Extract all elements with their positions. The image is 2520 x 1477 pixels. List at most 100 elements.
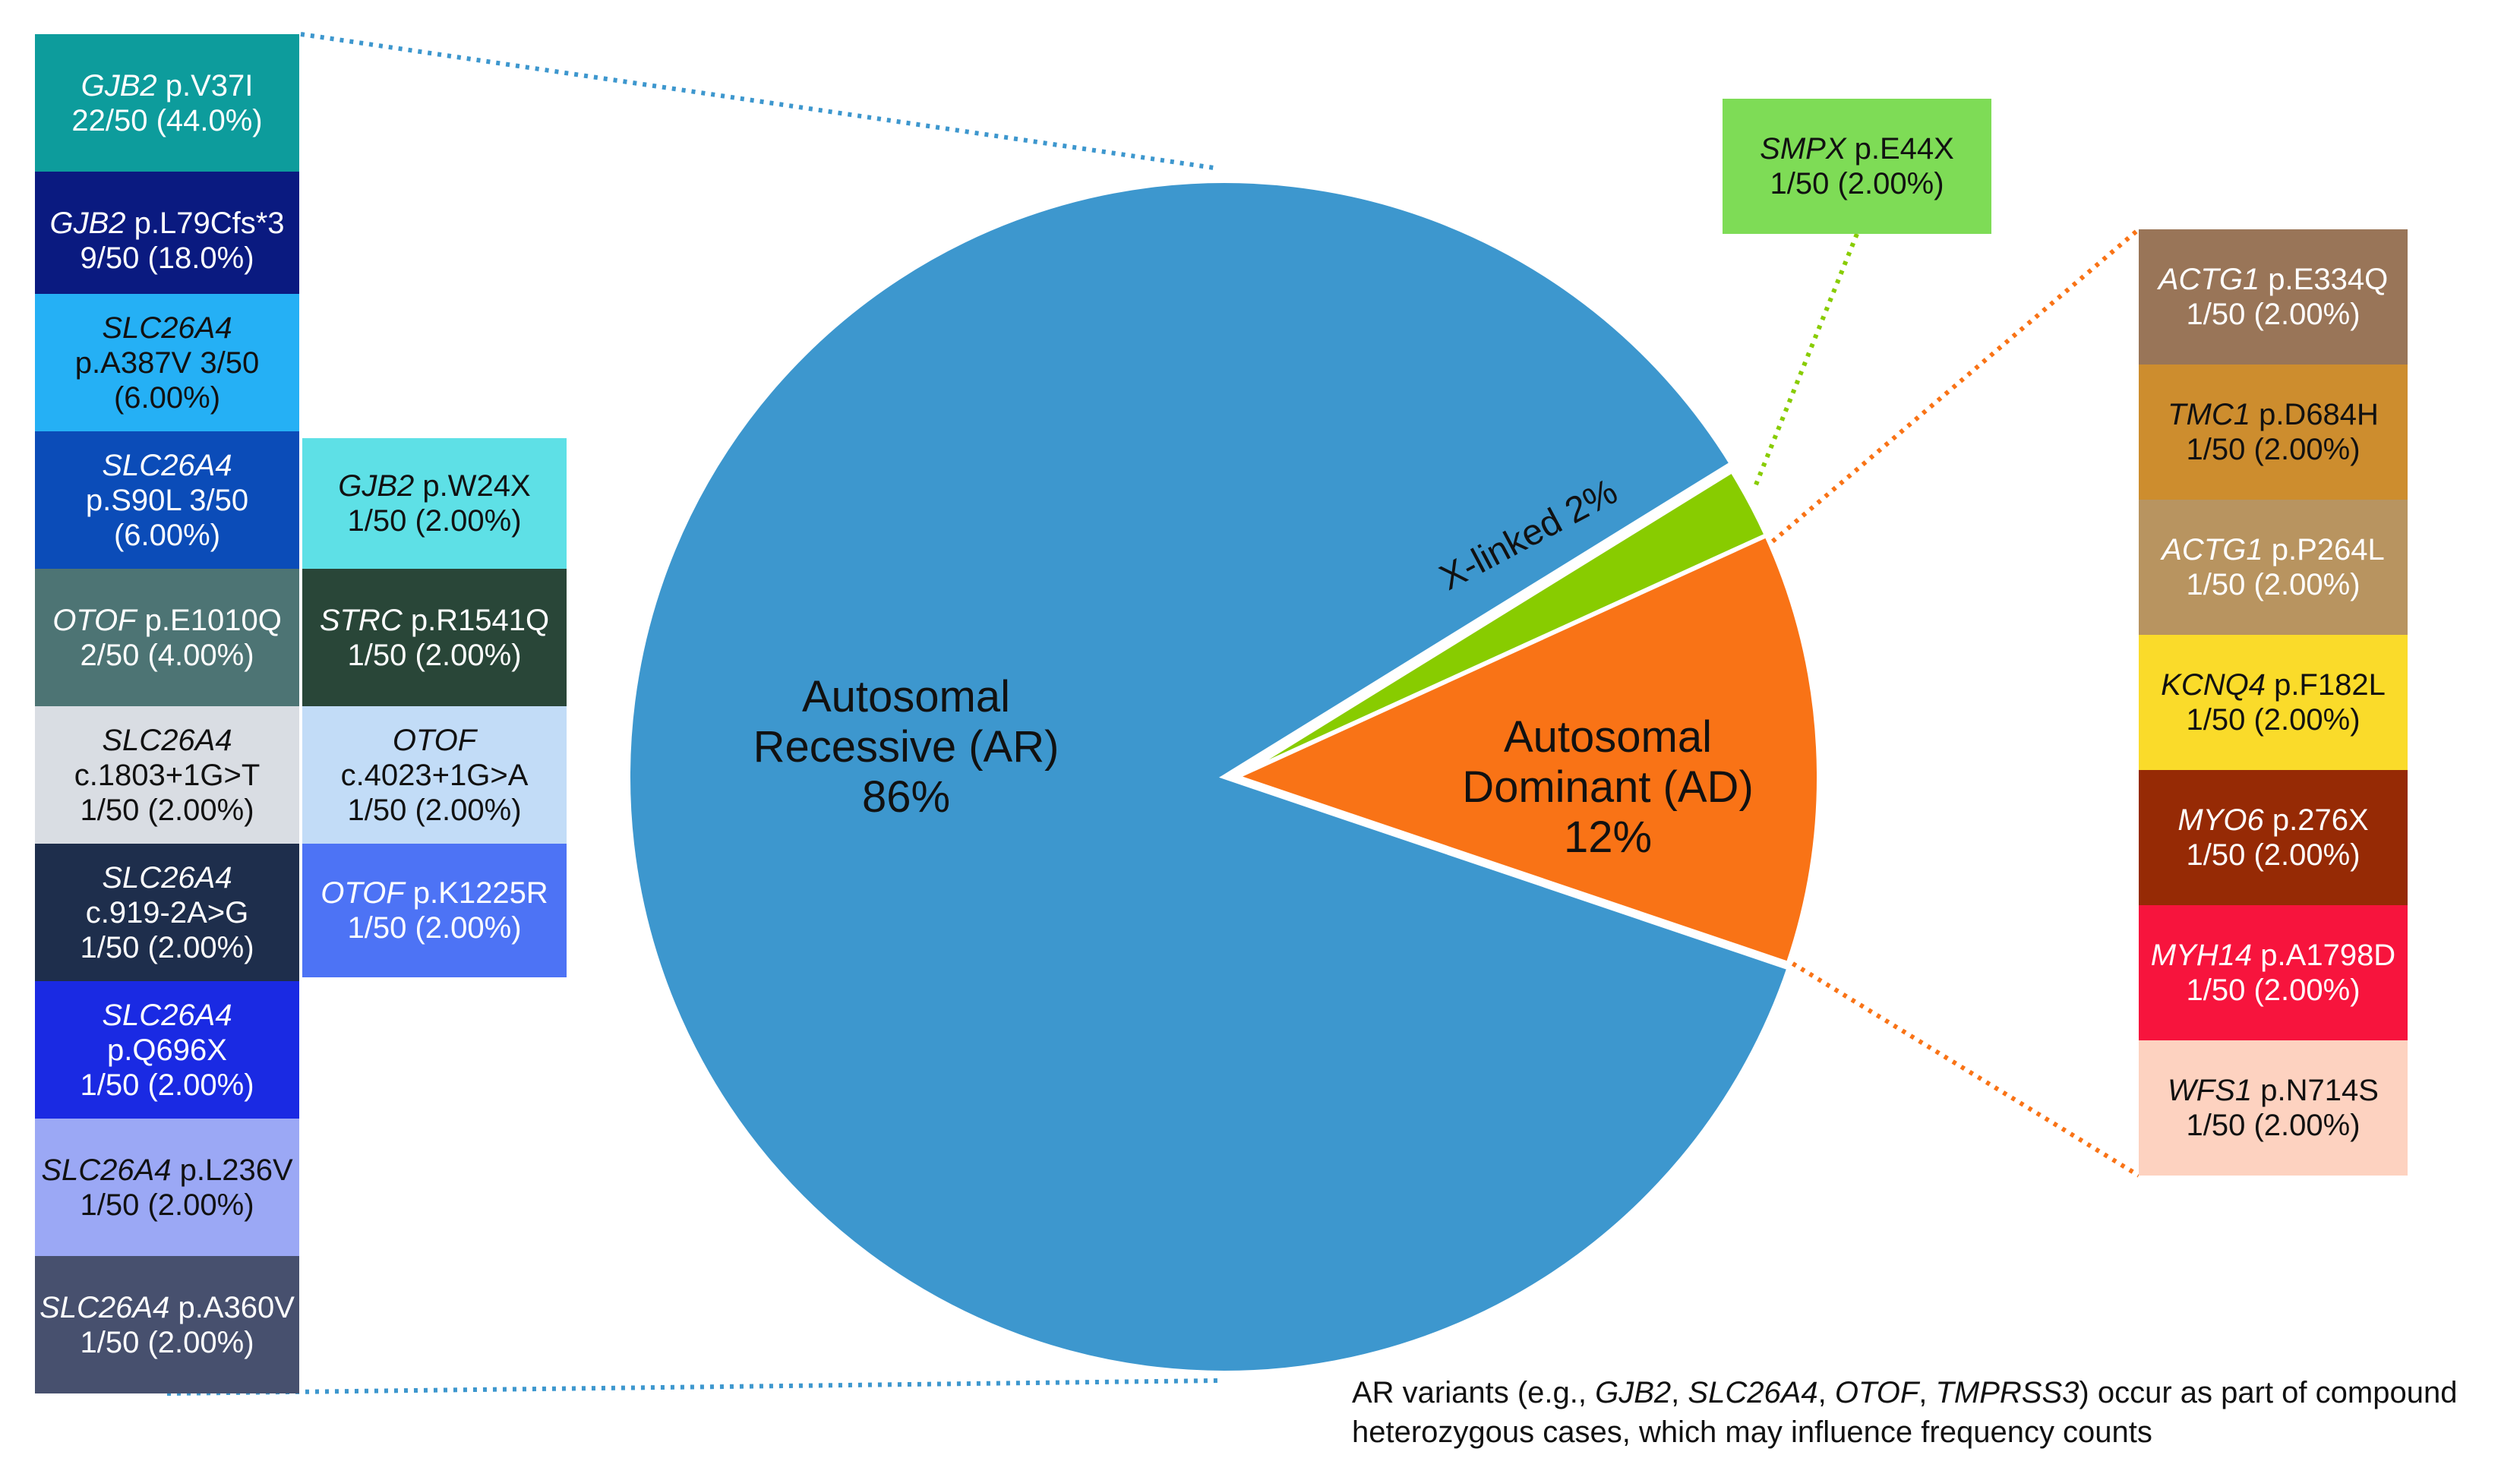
variant-box-line: SLC26A4: [102, 311, 232, 346]
variant-box-line: c.4023+1G>A: [340, 758, 529, 792]
footnote-gene: GJB2: [1595, 1376, 1672, 1409]
footnote-prefix: AR variants (e.g.,: [1352, 1376, 1596, 1409]
variant-gene: SLC26A4: [102, 860, 232, 895]
variant-box-line: 1/50 (2.00%): [80, 930, 254, 964]
variant-gene: GJB2: [81, 68, 157, 103]
variant-box-line: (6.00%): [113, 380, 221, 415]
variant-name: p.E1010Q: [136, 603, 282, 637]
variant-box-line: 1/50 (2.00%): [1770, 167, 1944, 200]
variant-name: p.W24X: [414, 469, 531, 503]
variant-gene: SLC26A4: [102, 723, 232, 757]
footnote-gene: SLC26A4: [1688, 1376, 1818, 1409]
connector-ar-top: [300, 32, 1220, 171]
variant-gene: SLC26A4: [41, 1153, 172, 1187]
variant-box-line: OTOF p.E1010Q: [52, 603, 282, 638]
variant-gene: SMPX: [1760, 132, 1846, 166]
variant-name: p.N714S: [2252, 1074, 2379, 1107]
variant-name: p.A360V: [169, 1290, 295, 1324]
footnote-gene: OTOF: [1834, 1376, 1919, 1409]
variant-gene: SLC26A4: [102, 998, 232, 1032]
variant-box-line: p.S90L 3/50: [85, 483, 249, 517]
variant-box-line: GJB2 p.W24X: [338, 469, 530, 503]
variant-gene: STRC: [319, 603, 403, 637]
variant-box-line: TMC1 p.D684H: [2168, 397, 2379, 432]
variant-gene: SLC26A4: [102, 448, 232, 482]
variant-box-line: KCNQ4 p.F182L: [2161, 667, 2386, 702]
footnote: AR variants (e.g., GJB2, SLC26A4, OTOF, …: [1352, 1376, 2458, 1449]
variant-box-line: 1/50 (2.00%): [2186, 838, 2361, 872]
variant-box-line: SLC26A4 p.Q696X: [39, 998, 295, 1068]
variant-gene: ACTG1: [2158, 263, 2260, 296]
variant-box-line: 1/50 (2.00%): [2186, 433, 2361, 466]
connector-ad-bottom: [1791, 961, 2140, 1178]
variant-box-line: c.1803+1G>T: [74, 758, 261, 792]
variant-gene: MYO6: [2177, 803, 2264, 837]
connector-ar-bottom: [166, 1378, 1220, 1396]
variant-box-line: MYH14 p.A1798D: [2151, 938, 2395, 973]
variant-box-line: GJB2 p.L79Cfs*3: [49, 206, 284, 241]
variant-box-line: 1/50 (2.00%): [2186, 703, 2361, 737]
variant-box-line: MYO6 p.276X: [2177, 803, 2368, 838]
variant-name: p.Q696X: [107, 1033, 227, 1067]
variant-box-line: 1/50 (2.00%): [2186, 974, 2361, 1007]
variant-gene: KCNQ4: [2161, 668, 2266, 702]
variant-box-line: OTOF: [393, 723, 476, 758]
variant-box-line: 9/50 (18.0%): [80, 241, 254, 275]
pie-slice-ad: [1230, 532, 1821, 967]
variant-box-line: 1/50 (2.00%): [80, 1068, 254, 1102]
variant-gene: OTOF: [392, 723, 477, 757]
pie-slice-ar: [626, 178, 1792, 1375]
variant-box-line: GJB2 p.V37I: [81, 68, 254, 103]
variant-box-line: 1/50 (2.00%): [2186, 1109, 2361, 1142]
variant-gene: SLC26A4: [102, 311, 232, 345]
variant-gene: OTOF: [321, 876, 405, 910]
variant-box-line: 1/50 (2.00%): [80, 1188, 254, 1222]
variant-box-line: (6.00%): [113, 518, 221, 552]
connector-x-linked: [1752, 232, 1859, 488]
variant-name: p.A1798D: [2252, 939, 2396, 972]
footnote-suffix: ) occur as part of compound heterozygous…: [1352, 1376, 2458, 1449]
variant-gene: MYH14: [2150, 939, 2253, 972]
variant-gene: WFS1: [2168, 1074, 2253, 1107]
variant-box-line: WFS1 p.N714S: [2168, 1073, 2379, 1108]
variant-gene: TMC1: [2168, 398, 2250, 431]
variant-name: p.E44X: [1846, 132, 1954, 166]
variant-box-line: SLC26A4 p.A360V: [39, 1290, 295, 1325]
variant-box-line: 1/50 (2.00%): [347, 911, 522, 945]
variant-box-line: ACTG1 p.P264L: [2162, 532, 2385, 567]
variant-name: p.P264L: [2263, 533, 2385, 566]
variant-name: p.276X: [2263, 803, 2369, 837]
variant-box-line: 22/50 (44.0%): [71, 103, 263, 137]
footnote-gene: TMPRSS3: [1935, 1376, 2079, 1409]
variant-box-line: 2/50 (4.00%): [80, 638, 254, 672]
variant-gene: SLC26A4: [39, 1290, 170, 1324]
variant-name: p.D684H: [2250, 398, 2379, 431]
connector-ad-top: [1770, 227, 2140, 544]
variant-box-line: 1/50 (2.00%): [347, 793, 522, 827]
variant-box-line: c.919-2A>G: [85, 895, 249, 929]
variant-name: p.F182L: [2265, 668, 2386, 702]
variant-box-line: STRC p.R1541Q: [320, 603, 549, 638]
variant-box-line: 1/50 (2.00%): [2186, 568, 2361, 601]
variant-box-line: 1/50 (2.00%): [347, 638, 522, 672]
variant-name: p.L236V: [171, 1153, 293, 1187]
